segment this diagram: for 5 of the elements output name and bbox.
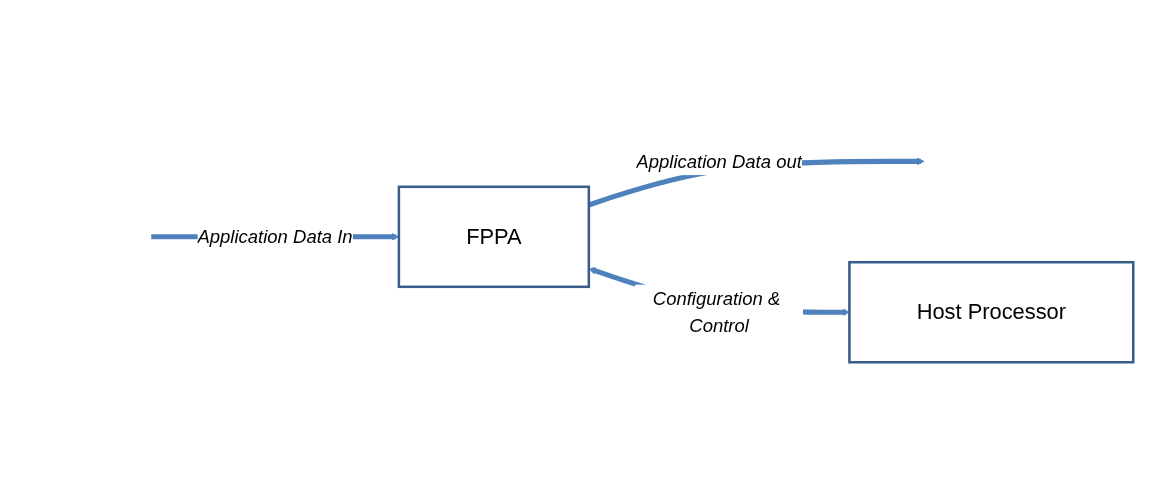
edge-label: Application Data In [197,226,353,248]
edge-label: Application Data out [636,150,802,172]
edge-label: Configuration & Control [652,287,781,337]
node-box: Host Processor [848,260,1135,364]
node-box: FPPA [397,185,591,289]
